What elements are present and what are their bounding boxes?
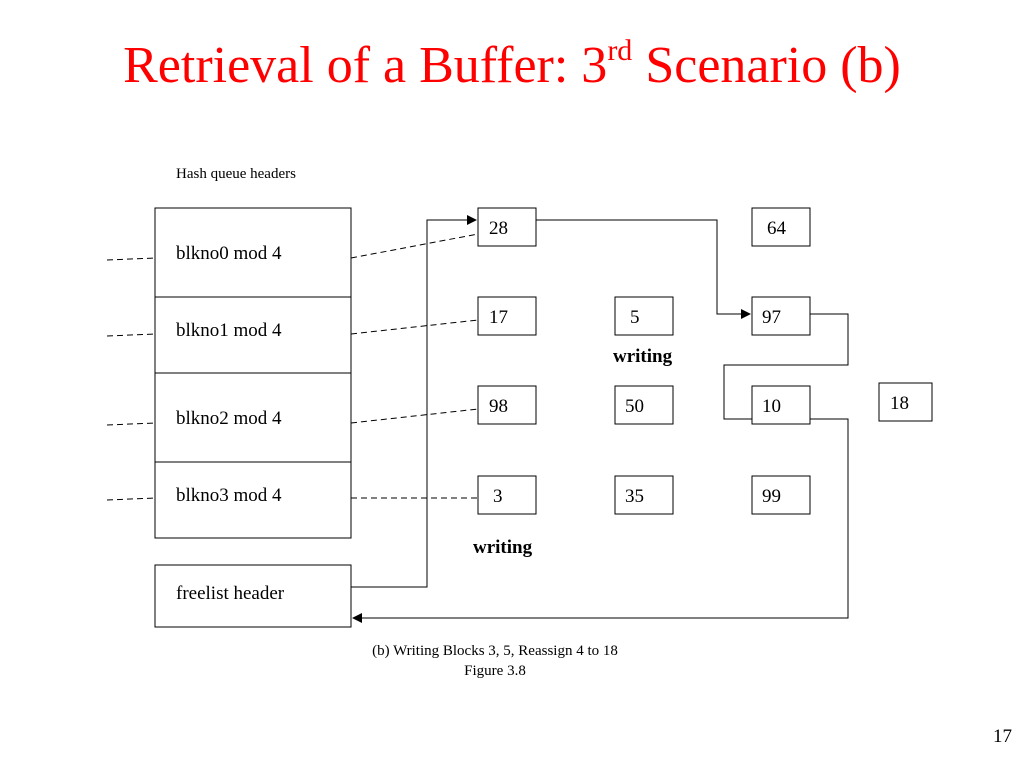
figure-number: Figure 3.8	[464, 663, 526, 679]
buffer-box-18	[878, 382, 933, 422]
hash-header-3: blkno3 mod 4	[176, 485, 282, 506]
hash-queue-label: Hash queue headers	[176, 166, 296, 182]
buffer-box-98	[477, 385, 537, 425]
hash-header-0: blkno0 mod 4	[176, 243, 282, 264]
buffer-box-28	[477, 207, 537, 247]
buffer-label-97: 97	[762, 307, 781, 328]
buffer-box-3	[477, 475, 537, 515]
left-dashed-stubs	[106, 257, 156, 501]
buffer-label-3: 3	[493, 486, 503, 507]
title-main: Retrieval of a Buffer: 3	[123, 37, 608, 94]
title-rest: Scenario (b)	[632, 37, 901, 94]
hash-header-2: blkno2 mod 4	[176, 408, 282, 429]
hash-header-1: blkno1 mod 4	[176, 320, 282, 341]
writing-status-block-3: writing	[473, 537, 533, 558]
figure-caption: (b) Writing Blocks 3, 5, Reassign 4 to 1…	[372, 643, 618, 659]
freelist-link-10-to-header	[352, 418, 849, 623]
slide-title: Retrieval of a Buffer: 3rd Scenario (b)	[0, 34, 1024, 98]
buffer-box-99	[751, 475, 811, 515]
freelist-link-28-to-97	[536, 219, 751, 319]
title-superscript: rd	[607, 34, 633, 67]
buffer-box-5	[614, 296, 674, 336]
buffer-label-17: 17	[489, 307, 508, 328]
buffer-label-18: 18	[890, 393, 909, 414]
buffer-label-5: 5	[630, 307, 640, 328]
buffer-label-99: 99	[762, 486, 781, 507]
freelist-header-label: freelist header	[176, 583, 285, 604]
buffer-label-28: 28	[489, 218, 508, 239]
buffer-label-98: 98	[489, 396, 508, 417]
buffer-box-97	[751, 296, 811, 336]
buffer-box-10	[751, 385, 811, 425]
freelist-header-box	[154, 564, 352, 628]
buffer-box-50	[614, 385, 674, 425]
freelist-link-header-to-28	[351, 215, 477, 588]
hash-queue-links	[350, 233, 479, 499]
buffer-box-35	[614, 475, 674, 515]
buffer-label-35: 35	[625, 486, 644, 507]
buffer-label-50: 50	[625, 396, 644, 417]
buffer-label-64: 64	[767, 218, 786, 239]
buffer-box-64	[751, 207, 811, 247]
writing-status-block-5: writing	[613, 346, 673, 367]
page-number: 17	[993, 726, 1012, 747]
freelist-link-97-to-10	[723, 313, 849, 420]
buffer-label-10: 10	[762, 396, 781, 417]
buffer-box-17	[477, 296, 537, 336]
